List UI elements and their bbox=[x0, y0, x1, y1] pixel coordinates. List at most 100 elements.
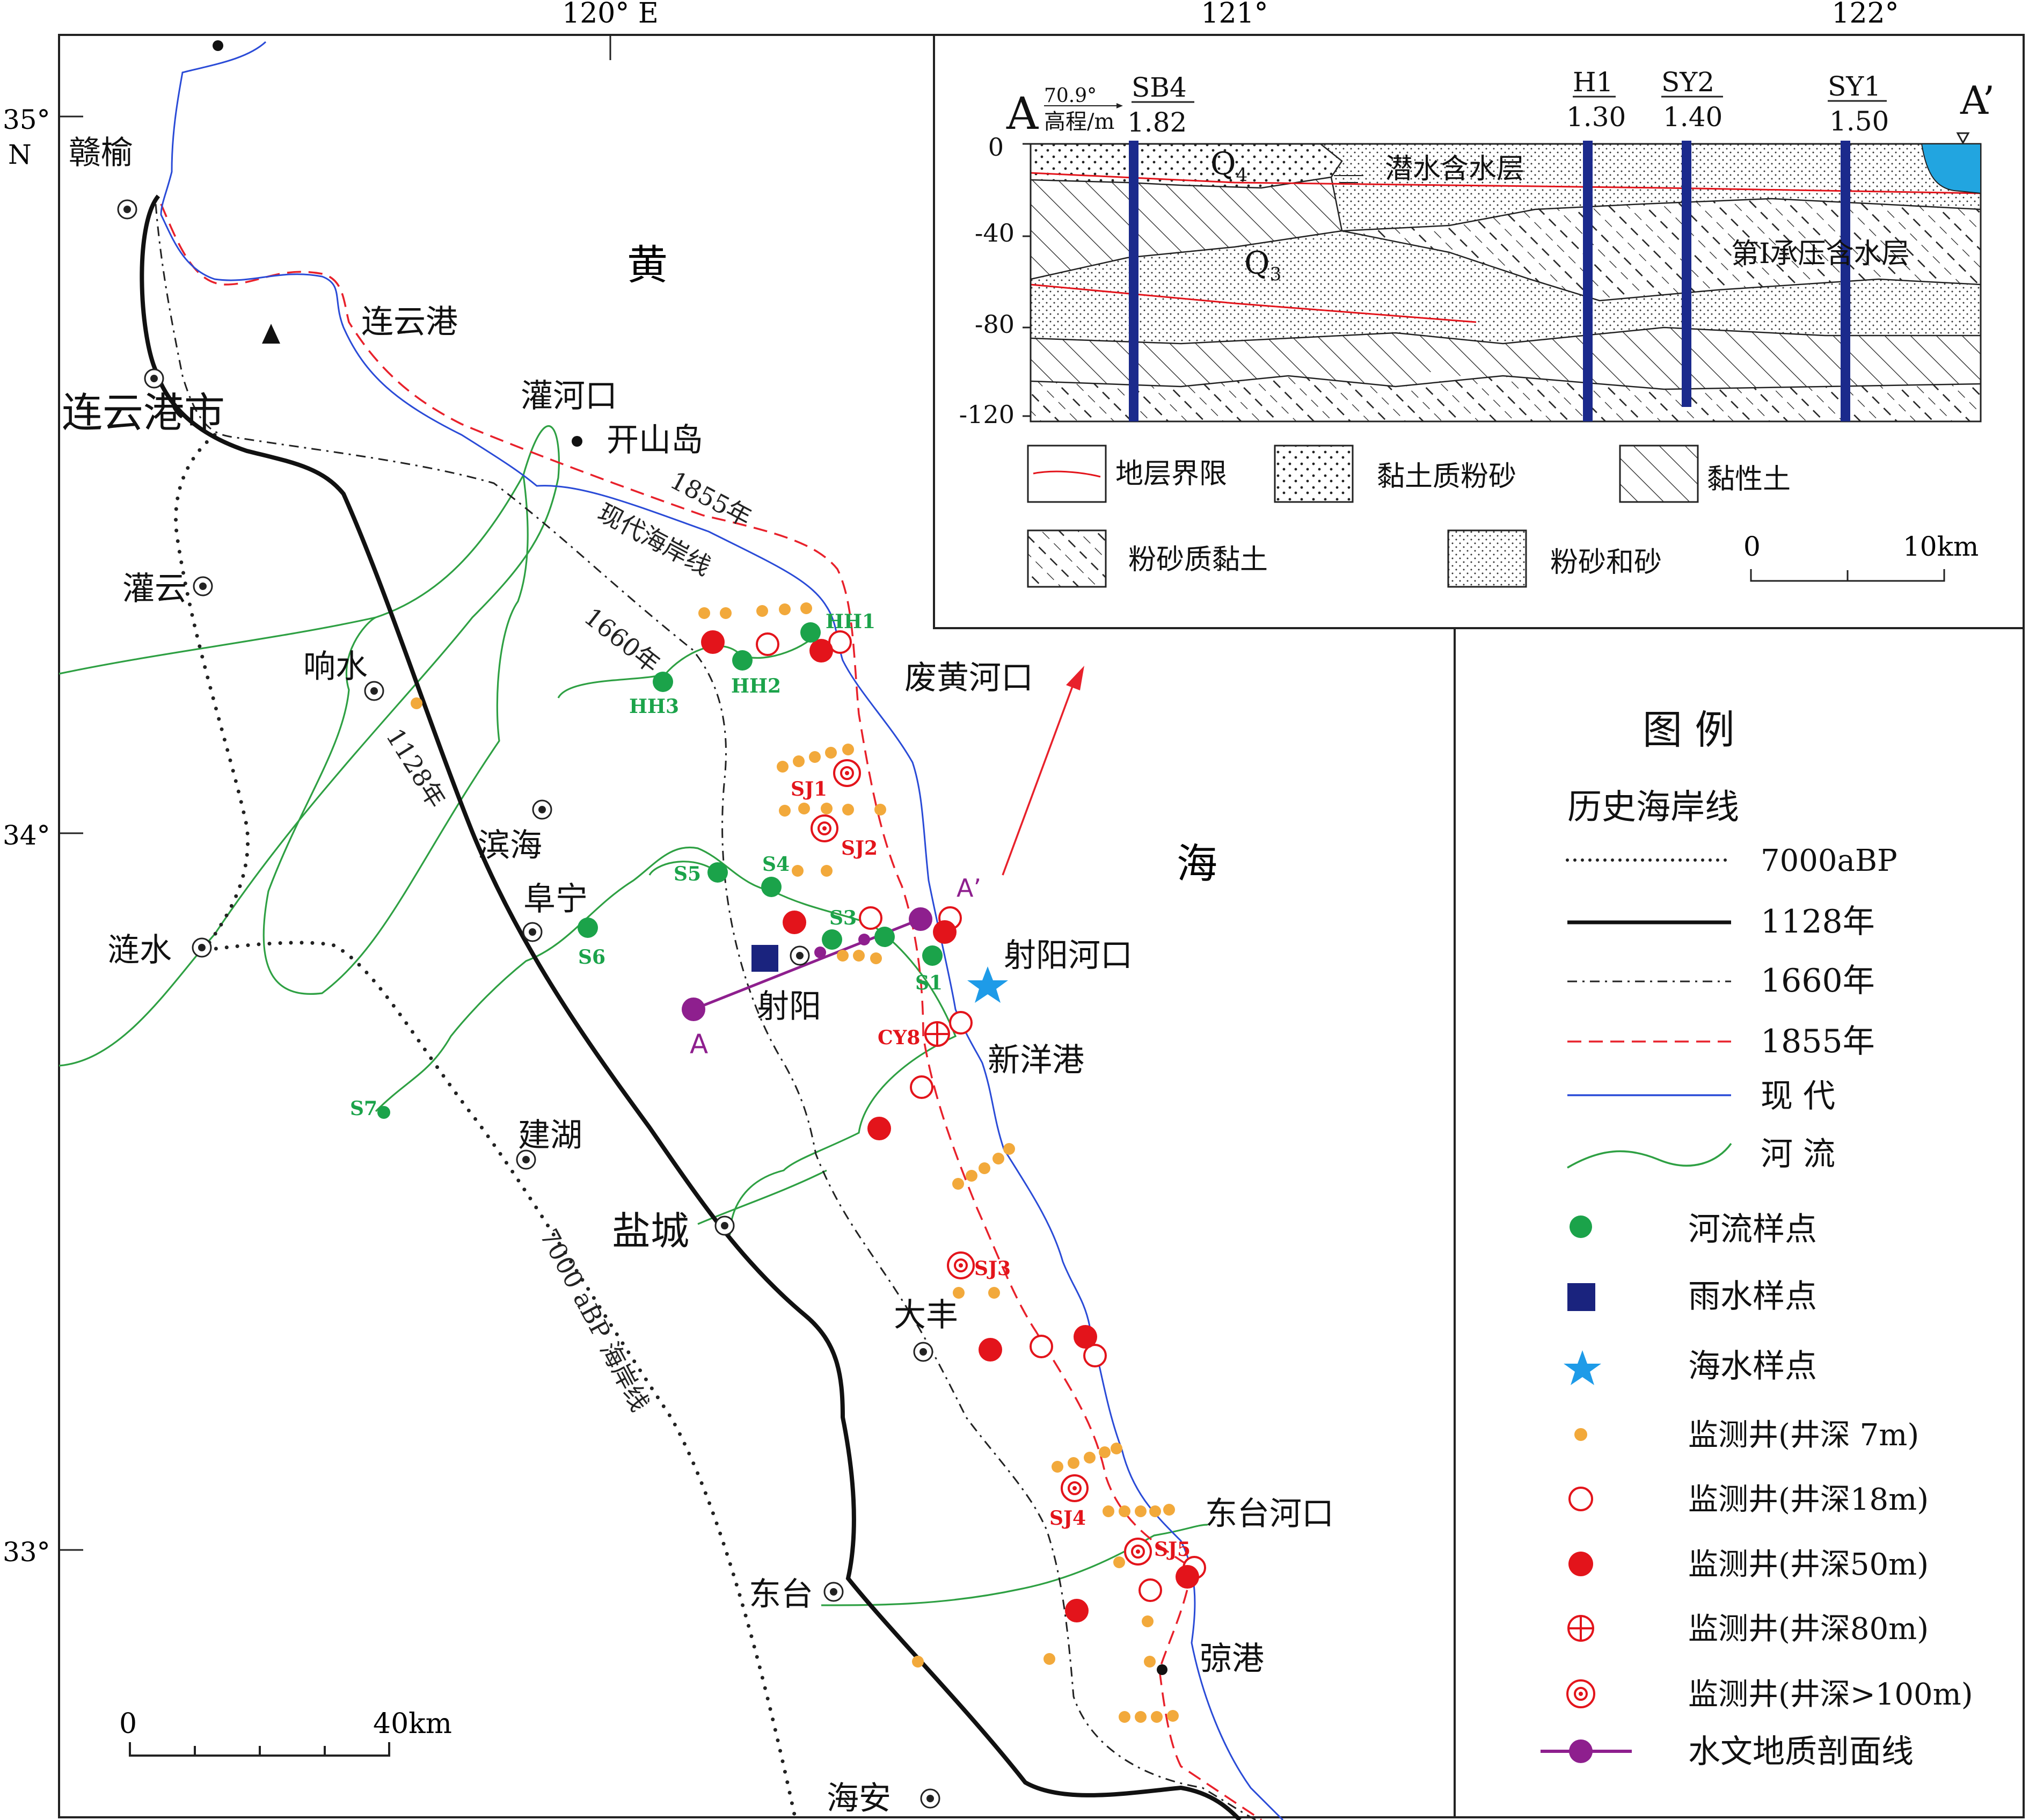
legend-well-18m: 监测井(井深18m) bbox=[1688, 1482, 1929, 1517]
legend-title: 图 例 bbox=[1643, 707, 1735, 753]
legend-sea-sample: 海水样点 bbox=[1688, 1348, 1817, 1385]
place-dongtaihekou: 东台河口 bbox=[1205, 1495, 1334, 1533]
section-legend: 地层界限 黏土质粉砂 黏性土 粉砂质黏土 粉砂和砂 0 10km bbox=[1027, 445, 1979, 588]
section-y-120: -120 bbox=[959, 400, 1014, 429]
place-feihuanghekou: 废黄河口 bbox=[904, 659, 1033, 697]
coastline-1128 bbox=[140, 194, 1242, 1820]
place-haian: 海安 bbox=[827, 1780, 891, 1817]
legend-well-50m: 监测井(井深50m) bbox=[1688, 1547, 1929, 1582]
label-hh2: HH2 bbox=[731, 675, 781, 697]
lat-label-34: 34° bbox=[3, 820, 50, 851]
monitoring-wells-7m bbox=[411, 602, 1179, 1723]
sea-sample-star-icon bbox=[967, 966, 1008, 1003]
legend-river: 河 流 bbox=[1761, 1135, 1835, 1173]
section-caption-2: 高程/m bbox=[1044, 110, 1114, 134]
place-yancheng: 盐城 bbox=[612, 1209, 689, 1254]
legend-rain-sample: 雨水样点 bbox=[1688, 1278, 1817, 1315]
label-1128: 1128年 bbox=[381, 723, 451, 813]
rain-sample-point bbox=[751, 945, 778, 972]
label-sj2: SJ2 bbox=[841, 837, 878, 860]
legend-modern: 现 代 bbox=[1761, 1078, 1835, 1115]
lat-label-35: 35° bbox=[3, 104, 50, 135]
section-confined-aquifer: 第Ⅰ承压含水层 bbox=[1731, 238, 1910, 270]
label-hh1: HH1 bbox=[826, 610, 875, 633]
map-place-labels: 赣榆 连云港 连云港市 灌河口 开山岛 灌云 响水 废黄河口 滨海 阜宁 涟水 … bbox=[62, 134, 1334, 1817]
section-y-40: -40 bbox=[975, 219, 1014, 247]
label-sj1: SJ1 bbox=[791, 778, 827, 800]
place-guanhekou: 灌河口 bbox=[521, 377, 617, 415]
legend-subtitle: 历史海岸线 bbox=[1567, 788, 1739, 827]
monitoring-well-80m bbox=[924, 1021, 950, 1047]
place-dafeng: 大丰 bbox=[894, 1297, 958, 1334]
place-ganyu: 赣榆 bbox=[69, 134, 133, 172]
profile-end-a: A bbox=[690, 1029, 708, 1060]
section-well-h1-elev: 1.30 bbox=[1566, 101, 1626, 133]
place-xinyanggang: 新洋港 bbox=[988, 1042, 1084, 1079]
label-s4: S4 bbox=[762, 853, 790, 876]
section-well-h1: H1 bbox=[1573, 67, 1613, 98]
section-q4: Q4 bbox=[1210, 145, 1247, 186]
legend-river-sample: 河流样点 bbox=[1688, 1211, 1817, 1248]
coastline-1660 bbox=[155, 203, 1257, 1820]
lon-label-121: 121° bbox=[1201, 0, 1268, 30]
point-markers bbox=[213, 40, 1167, 1675]
legend-1128: 1128年 bbox=[1761, 903, 1875, 941]
place-sheyanghekou: 射阳河口 bbox=[1004, 937, 1133, 974]
sea-label-hai: 海 bbox=[1177, 840, 1217, 887]
section-legend-silt-sand: 粉砂和砂 bbox=[1550, 547, 1662, 579]
lon-label-122: 122° bbox=[1831, 0, 1899, 30]
label-cy8: CY8 bbox=[878, 1027, 920, 1049]
section-y-80: -80 bbox=[975, 310, 1014, 339]
section-text: A A’ 70.9° 高程/m 0 -40 -80 -120 SB4 1.82 … bbox=[959, 67, 1995, 429]
flow-arrow bbox=[1002, 666, 1084, 876]
label-sj3: SJ3 bbox=[974, 1257, 1011, 1280]
legend-well-80m: 监测井(井深80m) bbox=[1688, 1612, 1929, 1647]
section-phreatic-aquifer: 潜水含水层 bbox=[1385, 153, 1524, 185]
river-sample-labels: HH1 HH2 HH3 S1 S3 S4 S5 S6 S7 bbox=[350, 610, 943, 1120]
label-modern-coast: 现代海岸线 bbox=[593, 498, 716, 581]
lon-label-120: 120° E bbox=[562, 0, 659, 30]
section-legend-boundary: 地层界限 bbox=[1115, 458, 1227, 490]
profile-small-dots bbox=[814, 934, 870, 958]
coastline-1855 bbox=[160, 203, 1262, 1820]
legend-profile-line: 水文地质剖面线 bbox=[1688, 1733, 1914, 1771]
legend-well-7m: 监测井(井深 7m) bbox=[1688, 1418, 1919, 1453]
section-legend-cohesive-soil: 黏性土 bbox=[1707, 463, 1791, 496]
section-well-sb4: SB4 bbox=[1132, 72, 1187, 103]
map-scale-end: 40km bbox=[373, 1708, 452, 1740]
monitoring-wells-18m bbox=[756, 630, 1206, 1602]
label-s5: S5 bbox=[674, 863, 701, 885]
section-legend-clayey-silt: 黏土质粉砂 bbox=[1377, 461, 1516, 493]
label-1660: 1660年 bbox=[579, 602, 666, 679]
place-lianyungang: 连云港 bbox=[361, 303, 458, 341]
place-funing: 阜宁 bbox=[523, 880, 588, 918]
map-scale-bar bbox=[129, 1742, 390, 1757]
place-kaishandao: 开山岛 bbox=[607, 421, 703, 459]
section-scale-start: 0 bbox=[1743, 531, 1761, 562]
place-qionggang: 弶港 bbox=[1200, 1640, 1264, 1678]
town-markers bbox=[117, 199, 940, 1809]
monitoring-wells-50m bbox=[701, 630, 1199, 1622]
place-jianhu: 建湖 bbox=[518, 1117, 582, 1154]
shoreline-labels: 1855年 现代海岸线 1660年 1128年 7000 aBP 海岸线 bbox=[381, 465, 757, 1416]
coastline-7000abp bbox=[174, 433, 797, 1817]
section-scale-end: 10km bbox=[1903, 531, 1979, 562]
legend-well-100m: 监测井(井深>100m) bbox=[1688, 1677, 1973, 1712]
section-legend-silty-clay: 粉砂质黏土 bbox=[1128, 544, 1268, 576]
section-well-sy1: SY1 bbox=[1828, 71, 1881, 102]
monitoring-wells-100m bbox=[811, 759, 1152, 1566]
lat-label-n: N bbox=[8, 139, 32, 170]
map-scale-start: 0 bbox=[119, 1708, 137, 1740]
place-sheyang: 射阳 bbox=[757, 988, 821, 1025]
place-lianshui: 涟水 bbox=[107, 931, 172, 969]
place-xiangshui: 响水 bbox=[303, 648, 368, 686]
place-guanyun: 灌云 bbox=[122, 570, 187, 608]
coastline-modern bbox=[160, 41, 1284, 1820]
mountain-triangle-icon bbox=[262, 324, 280, 344]
label-s7: S7 bbox=[350, 1097, 377, 1120]
legend-frame bbox=[1454, 627, 2025, 1818]
section-well-sy2: SY2 bbox=[1661, 67, 1714, 98]
river-sample-points bbox=[377, 622, 943, 1119]
place-lianyungang-city: 连云港市 bbox=[62, 389, 225, 436]
place-binhai: 滨海 bbox=[478, 827, 542, 864]
